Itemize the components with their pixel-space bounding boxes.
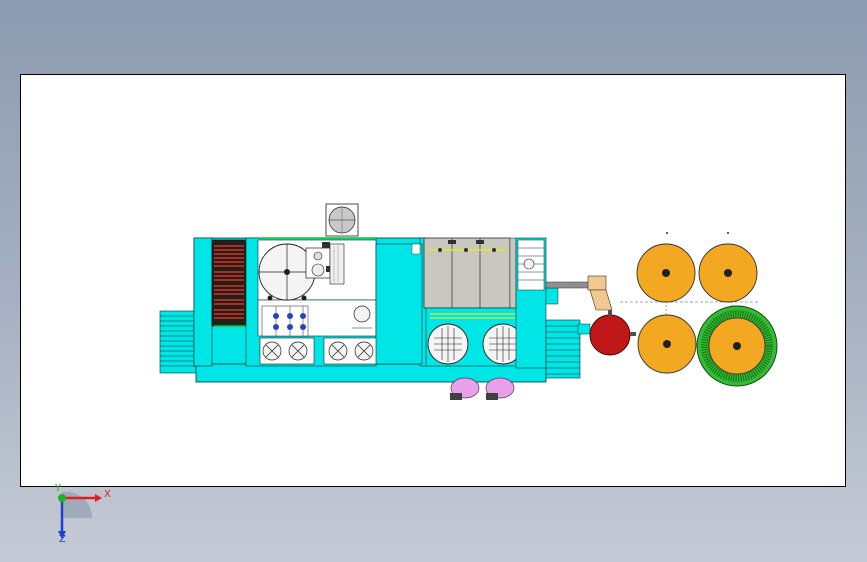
y-axis-point: [58, 494, 66, 502]
reel-top-left: [636, 243, 696, 303]
reel-bottom-right-wound: [696, 305, 778, 387]
control-panels: [423, 237, 517, 309]
reel-top-right: [698, 243, 758, 303]
z-axis-label: Z: [59, 534, 66, 545]
fan-units: [259, 337, 379, 365]
left-roller-conveyor: [159, 310, 197, 374]
drive-wheels: [450, 377, 515, 400]
wheel-hubs: [425, 307, 527, 367]
louver-radiator: [211, 239, 262, 327]
pressure-tank: [589, 310, 636, 356]
valve-cluster: [305, 242, 345, 285]
cable-reels: [620, 232, 778, 387]
y-axis-label: Y: [54, 483, 62, 494]
top-motor: [325, 203, 359, 237]
reel-bottom-left: [637, 314, 697, 374]
outlet-chute: [545, 275, 613, 311]
x-axis-arrowhead: [95, 494, 102, 502]
mixing-drum: [258, 243, 316, 301]
middle-cabinet: [375, 243, 423, 365]
x-axis-label: X: [104, 489, 111, 500]
filter-pumps: [261, 305, 372, 337]
right-module: [515, 237, 591, 379]
orientation-triad[interactable]: X Y Z: [40, 482, 120, 552]
z-axis-arrowhead: [58, 531, 66, 539]
triad-quadrant-shade: [62, 491, 93, 518]
